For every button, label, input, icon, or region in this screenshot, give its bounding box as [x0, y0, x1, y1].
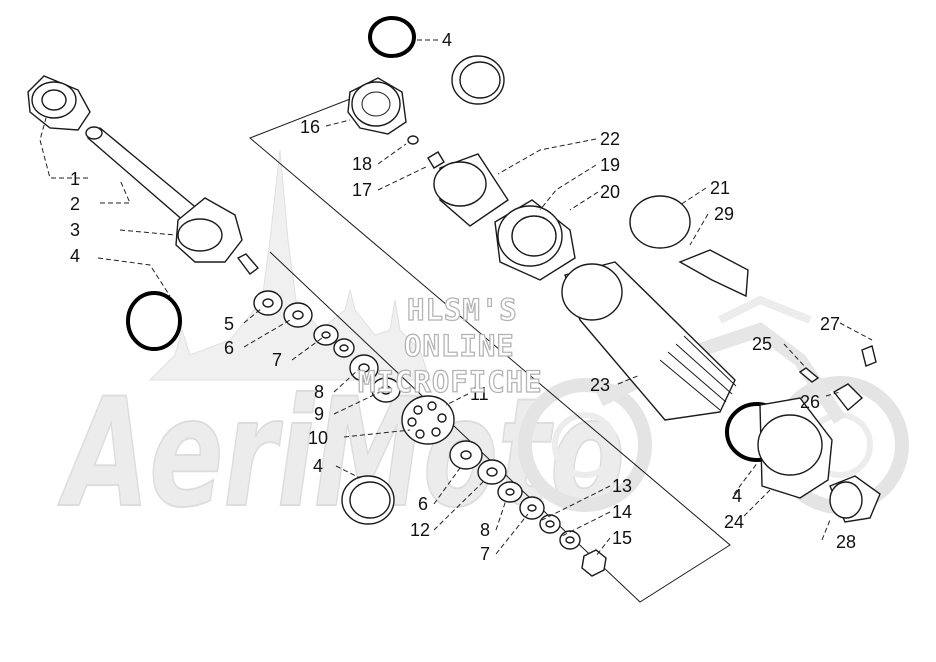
- part-label-8-upper: 8: [314, 382, 324, 402]
- watermark-line-3: MICROFICHE: [358, 365, 543, 399]
- valve-core-part: [427, 151, 445, 169]
- part-label-13: 13: [612, 476, 632, 496]
- part-label-22: 22: [600, 129, 620, 149]
- shock-body-spring-part: [561, 261, 737, 421]
- nut-part: [581, 549, 607, 577]
- part-label-16: 16: [300, 117, 320, 137]
- small-o-ring-part: [407, 135, 419, 145]
- part-label-8-lower: 8: [480, 520, 490, 540]
- spring-seat-disc-part: [629, 195, 691, 249]
- part-label-26: 26: [800, 392, 820, 412]
- part-label-4-lower: 4: [313, 456, 323, 476]
- part-label-12: 12: [410, 520, 430, 540]
- part-label-10: 10: [308, 428, 328, 448]
- part-label-25: 25: [752, 334, 772, 354]
- part-label-2: 2: [70, 194, 80, 214]
- lower-bushing-part: [829, 475, 881, 523]
- pin-part: [798, 367, 820, 383]
- piston-part: [401, 395, 455, 445]
- part-label-7-lower: 7: [480, 544, 490, 564]
- part-label-3: 3: [70, 220, 80, 240]
- part-label-5: 5: [224, 314, 234, 334]
- part-label-29: 29: [714, 204, 734, 224]
- part-labels: 1 2 3 4 4 4 4 5 6 6 7 7 8 8 9 10 11 12 1…: [70, 30, 856, 564]
- part-label-4-right: 4: [732, 486, 742, 506]
- bolt-part: [861, 345, 877, 367]
- spring-clip-part: [678, 249, 749, 298]
- sleeve-part: [433, 153, 509, 227]
- retaining-band-top-part: [451, 55, 505, 105]
- part-label-6-lower: 6: [418, 494, 428, 514]
- rod-end-bushing-part: [27, 75, 91, 131]
- adjuster-collar-part: [494, 199, 576, 281]
- reservoir-cap-part: [347, 77, 407, 135]
- fitting-part: [832, 383, 864, 412]
- part-label-7-upper: 7: [272, 350, 282, 370]
- watermark-skyline: [148, 149, 431, 381]
- part-label-24: 24: [724, 512, 744, 532]
- part-label-21: 21: [710, 178, 730, 198]
- watermark-line-2: ONLINE: [404, 329, 515, 363]
- o-ring-left-part: [126, 291, 182, 351]
- part-label-6-upper: 6: [224, 338, 234, 358]
- rod-end-body-part: [175, 197, 260, 275]
- part-label-27: 27: [820, 314, 840, 334]
- part-label-20: 20: [600, 182, 620, 202]
- washer-stack: [253, 290, 401, 403]
- leader-lines: [39, 39, 873, 557]
- o-ring-top-part: [368, 16, 416, 58]
- part-label-18: 18: [352, 154, 372, 174]
- part-label-14: 14: [612, 502, 632, 522]
- part-label-9: 9: [314, 404, 324, 424]
- watermark-line-1: HLSM'S: [407, 293, 518, 327]
- lower-washer-stack: [449, 440, 581, 550]
- part-label-19: 19: [600, 155, 620, 175]
- part-label-4-left: 4: [70, 246, 80, 266]
- part-label-28: 28: [836, 532, 856, 552]
- part-label-1: 1: [70, 169, 80, 189]
- part-label-11: 11: [470, 384, 489, 404]
- part-label-4-top: 4: [442, 30, 452, 50]
- retaining-band-lower-part: [341, 475, 395, 525]
- part-label-23: 23: [590, 375, 610, 395]
- lower-housing-part: [757, 397, 833, 499]
- watermark-text: HLSM'S ONLINE MICROFICHE: [357, 292, 543, 399]
- part-label-15: 15: [612, 528, 632, 548]
- part-label-17: 17: [352, 180, 372, 200]
